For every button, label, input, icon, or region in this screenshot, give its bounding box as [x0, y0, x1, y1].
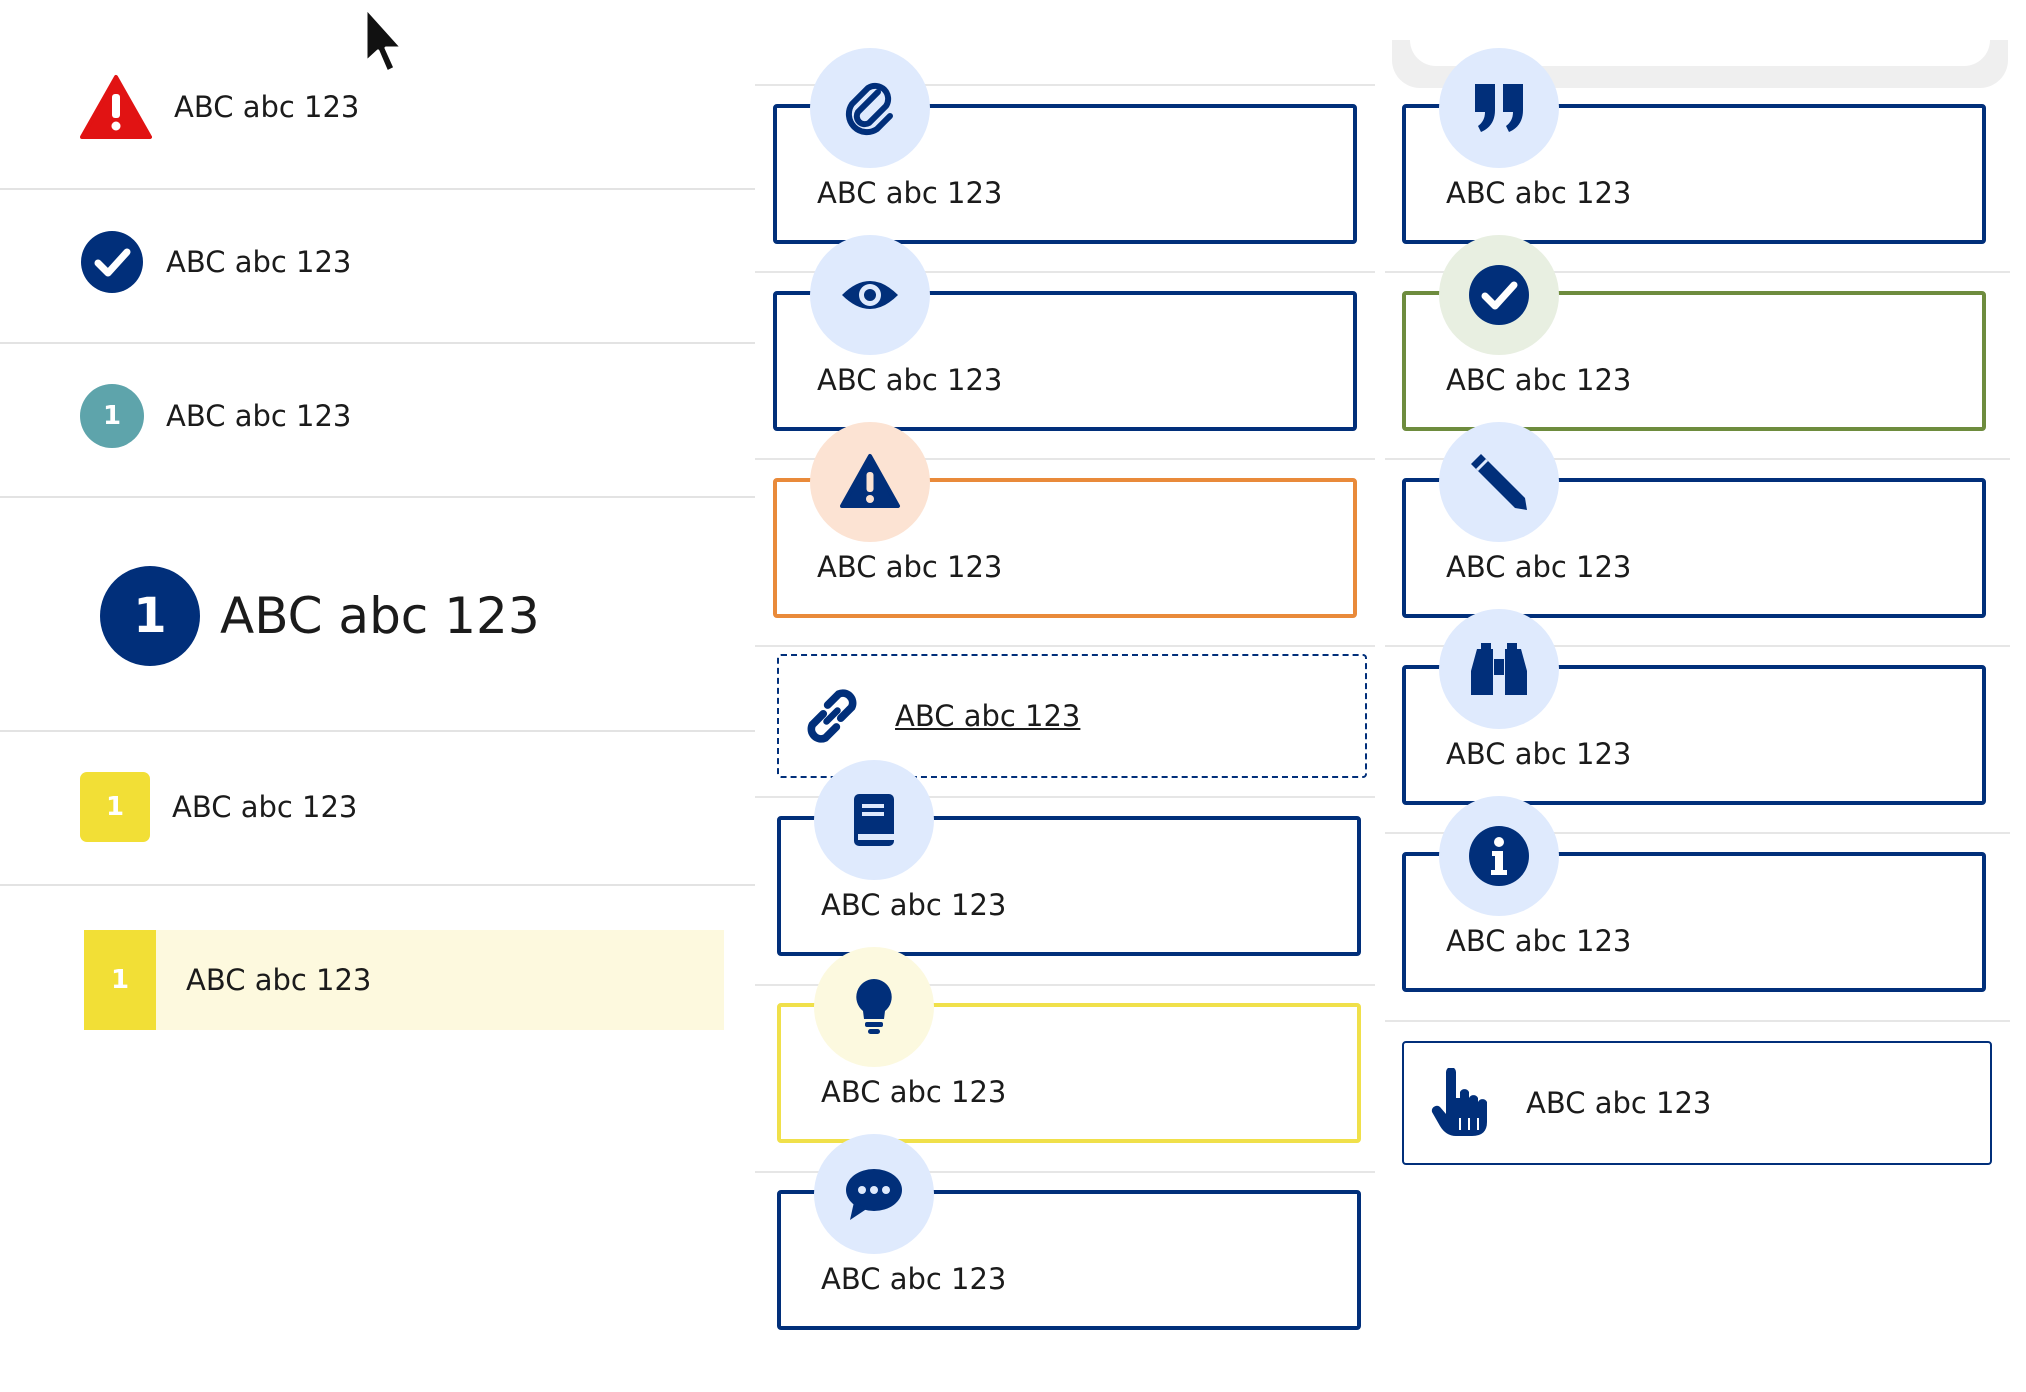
- eye-icon: [810, 235, 930, 355]
- divider: [1385, 645, 2010, 647]
- large-item-label: ABC abc 123: [220, 587, 540, 645]
- divider: [755, 1171, 1375, 1173]
- divider: [755, 458, 1375, 460]
- link-label[interactable]: ABC abc 123: [895, 699, 1081, 733]
- highlight-band-item: 1 ABC abc 123: [84, 930, 724, 1030]
- book-icon: [814, 760, 934, 880]
- divider: [1385, 458, 2010, 460]
- card-label: ABC abc 123: [1446, 176, 1632, 210]
- divider: [0, 884, 755, 886]
- large-number-badge: 1: [100, 566, 200, 666]
- speech-bubble-icon: [814, 1134, 934, 1254]
- quote-icon: [1439, 48, 1559, 168]
- divider: [0, 496, 755, 498]
- card-label: ABC abc 123: [821, 1262, 1007, 1296]
- link-icon: [807, 689, 857, 743]
- check-circle-icon: [1439, 235, 1559, 355]
- check-item-label: ABC abc 123: [166, 245, 352, 279]
- card-label: ABC abc 123: [1446, 550, 1632, 584]
- warning-icon: [810, 422, 930, 542]
- check-circle-icon: [81, 231, 143, 293]
- warning-triangle-icon: [80, 75, 152, 139]
- card-label: ABC abc 123: [1446, 363, 1632, 397]
- warning-list-item: ABC abc 123: [80, 74, 359, 140]
- lightbulb-icon: [814, 947, 934, 1067]
- book-card[interactable]: ABC abc 123: [777, 816, 1361, 956]
- binoculars-icon: [1439, 609, 1559, 729]
- divider: [0, 342, 755, 344]
- mouse-cursor-icon: [364, 6, 404, 74]
- square-number-badge: 1: [80, 772, 150, 842]
- divider: [755, 645, 1375, 647]
- square-item-label: ABC abc 123: [172, 790, 358, 824]
- success-card[interactable]: ABC abc 123: [1402, 291, 1986, 431]
- card-label: ABC abc 123: [1446, 924, 1632, 958]
- card-label: ABC abc 123: [821, 888, 1007, 922]
- info-card[interactable]: ABC abc 123: [1402, 852, 1986, 992]
- numbered-list-item: 1 ABC abc 123: [80, 384, 351, 448]
- square-numbered-item: 1 ABC abc 123: [80, 772, 357, 842]
- info-icon: [1439, 796, 1559, 916]
- band-number: 1: [84, 930, 156, 1030]
- link-card[interactable]: ABC abc 123: [777, 654, 1367, 778]
- binoculars-card[interactable]: ABC abc 123: [1402, 665, 1986, 805]
- divider: [0, 188, 755, 190]
- card-label: ABC abc 123: [821, 1075, 1007, 1109]
- divider: [755, 271, 1375, 273]
- divider: [755, 84, 1375, 86]
- divider: [755, 796, 1375, 798]
- divider: [1385, 1020, 2010, 1022]
- pointing-hand-icon: [1431, 1068, 1487, 1136]
- pointing-hand-card[interactable]: ABC abc 123: [1402, 1041, 1992, 1165]
- divider: [0, 730, 755, 732]
- paperclip-icon: [810, 48, 930, 168]
- divider: [1385, 271, 2010, 273]
- number-badge: 1: [80, 384, 144, 448]
- card-label: ABC abc 123: [1446, 737, 1632, 771]
- pencil-icon: [1439, 422, 1559, 542]
- large-numbered-item: 1 ABC abc 123: [100, 566, 540, 666]
- numbered-item-label: ABC abc 123: [166, 399, 352, 433]
- band-item-label: ABC abc 123: [186, 963, 372, 997]
- divider: [1385, 832, 2010, 834]
- card-label: ABC abc 123: [817, 176, 1003, 210]
- check-list-item: ABC abc 123: [80, 230, 351, 294]
- card-label: ABC abc 123: [817, 550, 1003, 584]
- card-label: ABC abc 123: [817, 363, 1003, 397]
- card-label: ABC abc 123: [1526, 1086, 1712, 1120]
- paperclip-card[interactable]: ABC abc 123: [773, 104, 1357, 244]
- warning-item-label: ABC abc 123: [174, 90, 360, 124]
- divider: [755, 984, 1375, 986]
